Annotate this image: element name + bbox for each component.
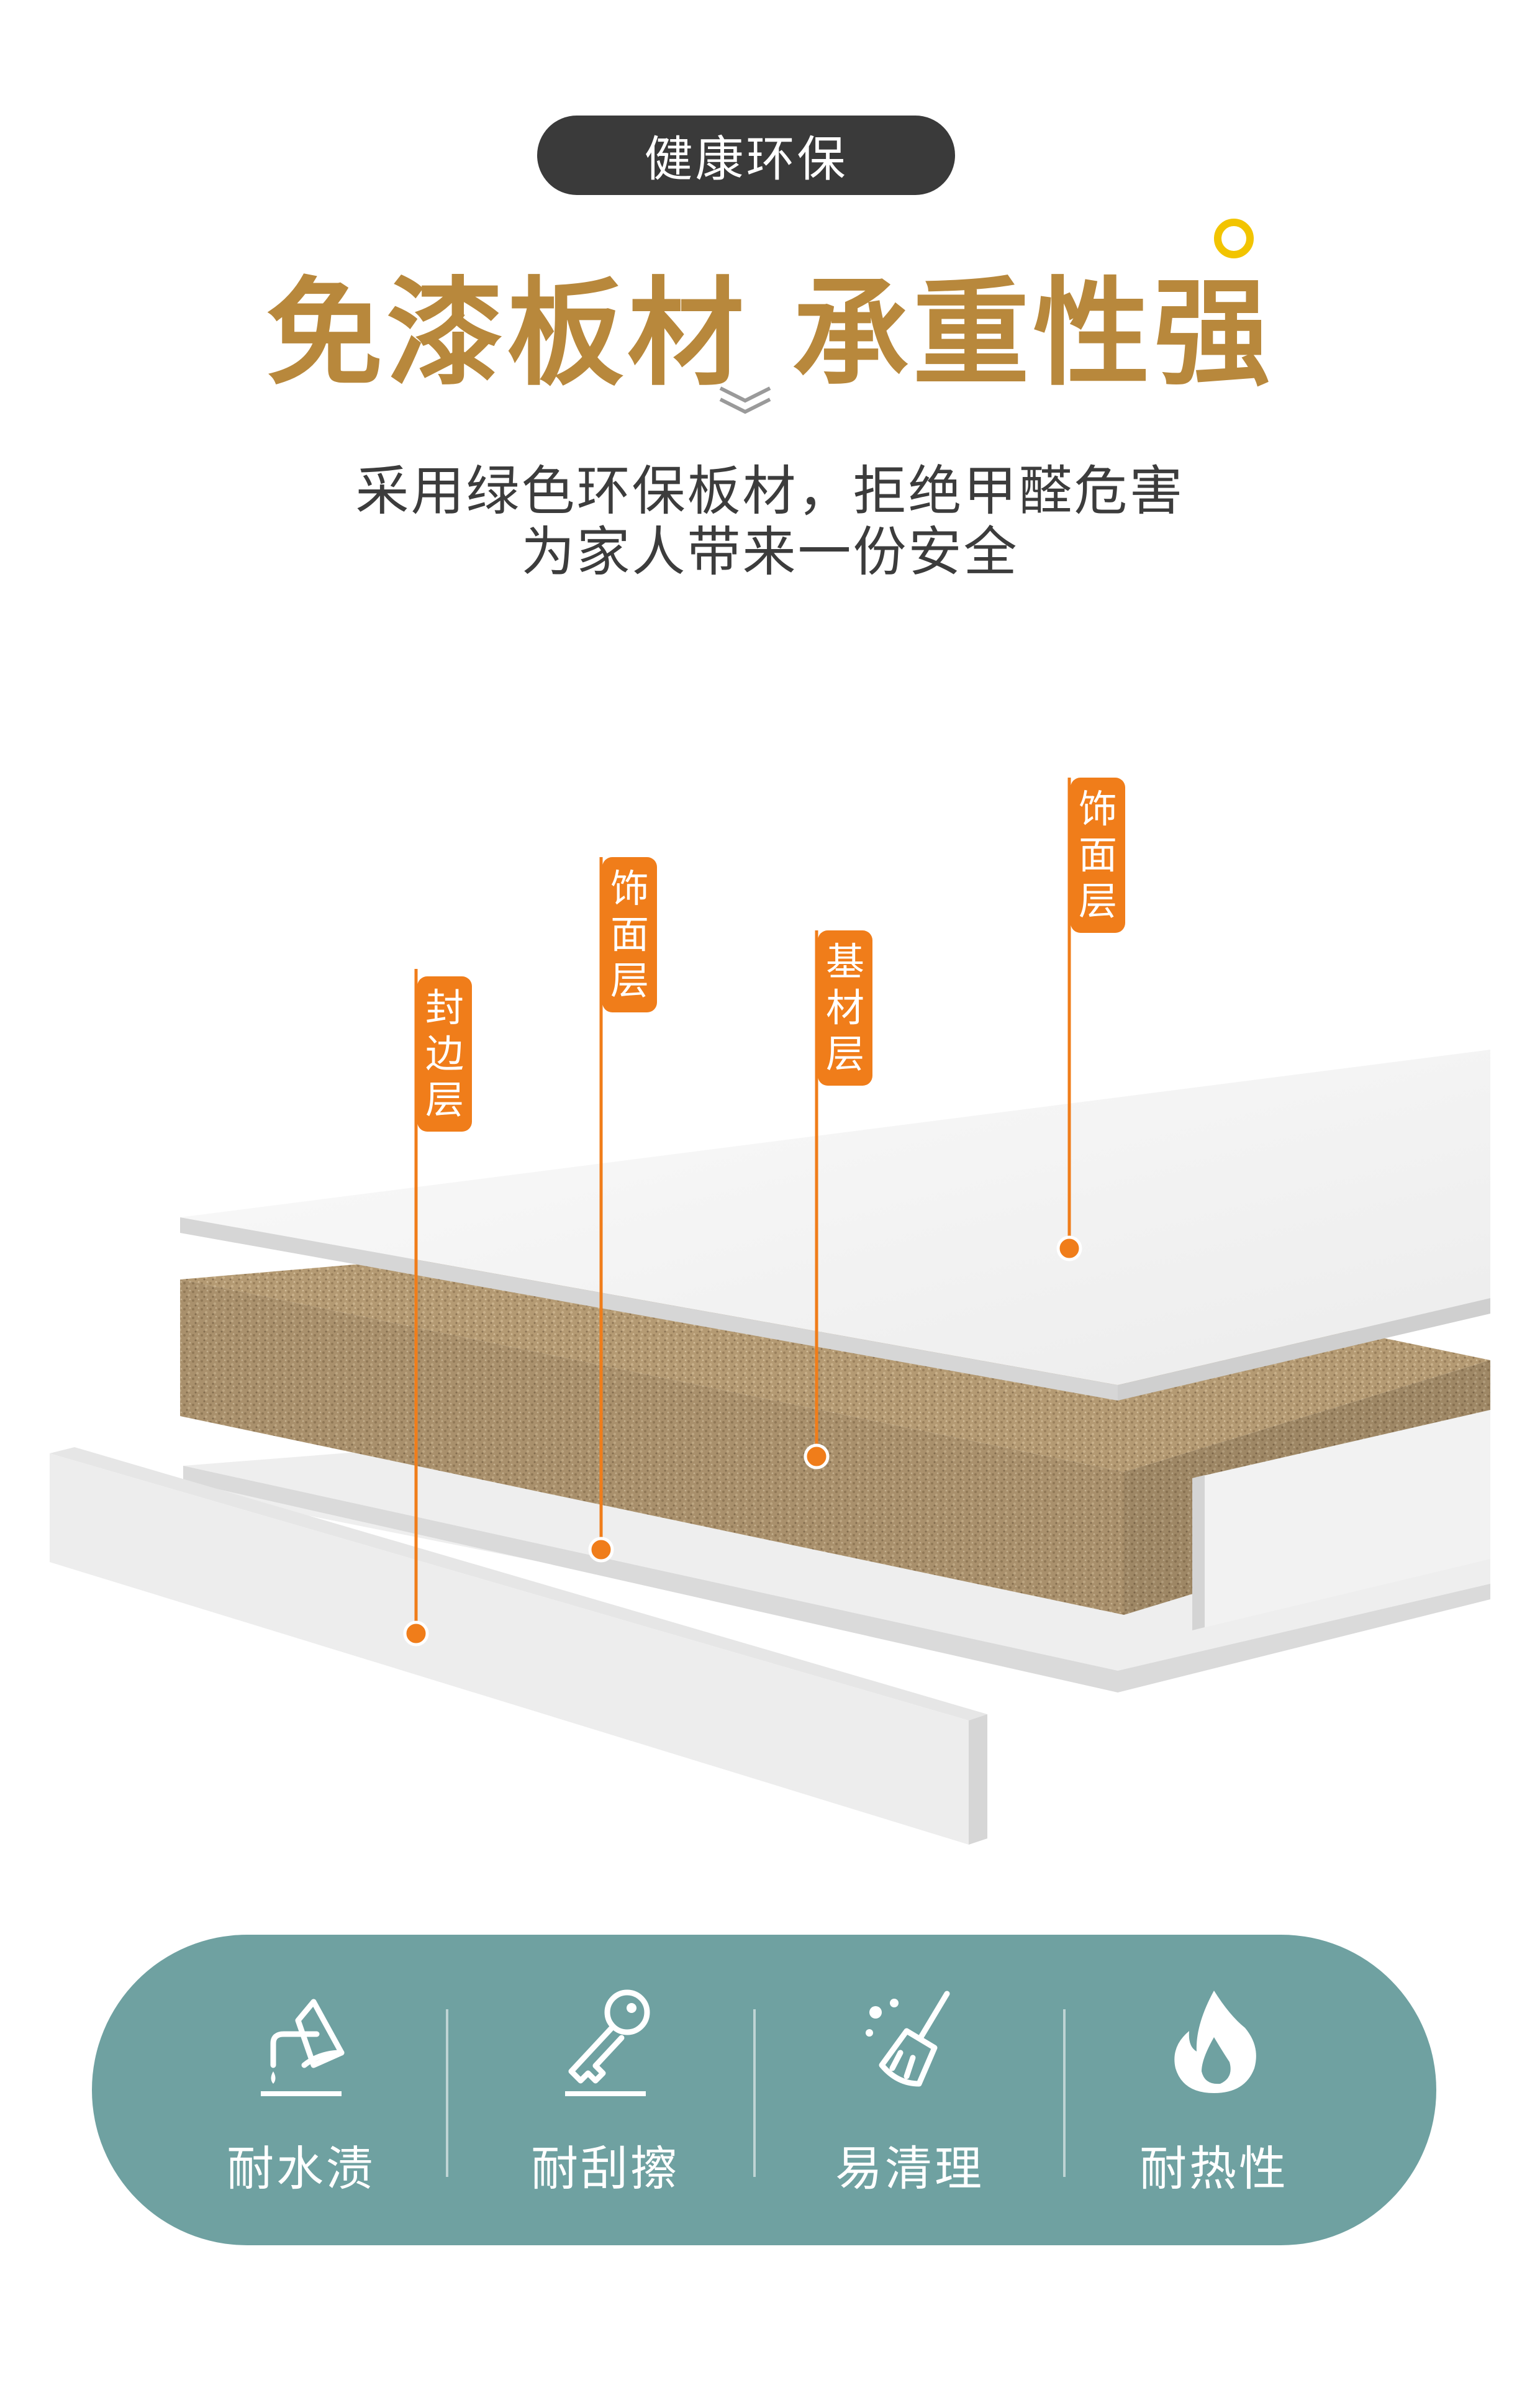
feature-scratch-resistant: 耐刮擦 xyxy=(475,1978,736,2208)
feature-heat-resistant: 耐热性 xyxy=(1084,1978,1344,2208)
chevron-down-icon xyxy=(719,386,771,414)
tag-edge-layer: 封 边 层 xyxy=(417,976,472,1132)
description-line-1: 采用绿色环保板材，拒绝甲醛危害 xyxy=(355,460,1185,522)
feature-divider xyxy=(753,2009,756,2177)
board-layers-diagram xyxy=(50,778,1490,1845)
feature-label: 耐热性 xyxy=(1139,2141,1289,2196)
leader-edge xyxy=(403,969,429,1647)
tag-face-layer-lower: 饰 面 层 xyxy=(602,857,657,1012)
key-scratch-icon xyxy=(565,1989,650,2096)
category-pill: 健康环保 xyxy=(537,116,955,195)
headline: 免漆板材 承重性强 xyxy=(266,266,1274,402)
feature-divider xyxy=(1063,2009,1066,2177)
feature-label: 耐水渍 xyxy=(227,2141,376,2196)
feature-divider xyxy=(446,2009,448,2177)
feature-water-resistant: 耐水渍 xyxy=(171,1978,432,2208)
feature-label: 易清理 xyxy=(835,2141,984,2196)
leader-base xyxy=(804,930,830,1470)
description-line-2: 为家人带来一份安全 xyxy=(521,521,1019,583)
category-pill-label: 健康环保 xyxy=(644,132,848,188)
broom-clean-icon xyxy=(866,1991,950,2087)
leader-face-upper xyxy=(1056,778,1082,1261)
flame-icon xyxy=(1174,1991,1256,2093)
feature-easy-clean: 易清理 xyxy=(779,1978,1040,2208)
water-stain-icon xyxy=(261,1999,345,2096)
right-edge-strip xyxy=(1192,1410,1490,1630)
tag-face-layer-upper: 饰 面 层 xyxy=(1071,778,1125,933)
leader-face-lower xyxy=(588,857,614,1563)
front-edge-strip xyxy=(50,1447,987,1845)
feature-label: 耐刮擦 xyxy=(531,2141,680,2196)
tag-base-layer: 基 材 层 xyxy=(818,930,872,1086)
